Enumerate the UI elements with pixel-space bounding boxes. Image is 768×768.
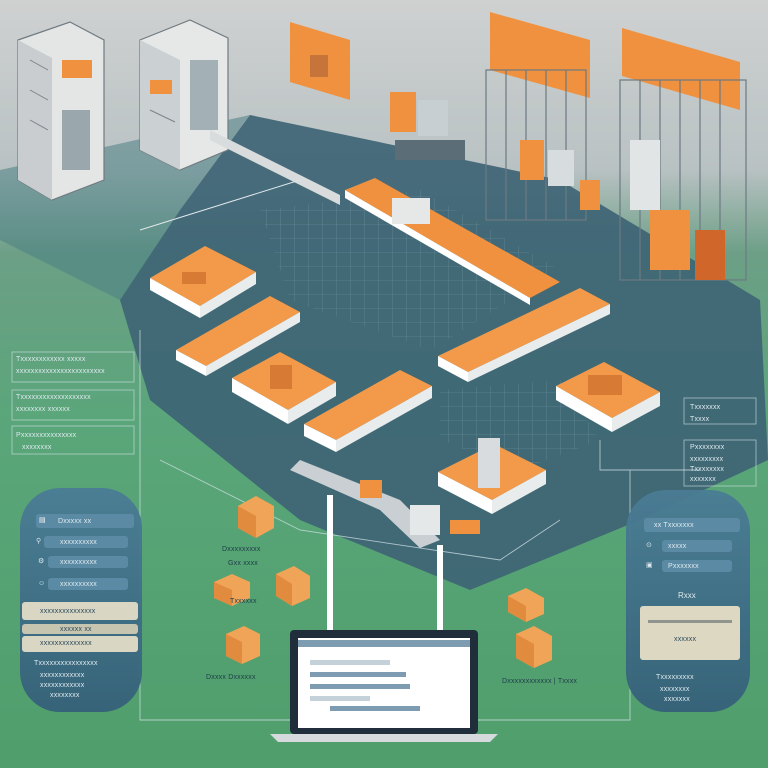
station <box>150 246 256 318</box>
panel-box: xxxxxx xx <box>22 624 138 634</box>
crate <box>214 574 250 606</box>
panel-row-label: Pxxxxxxx <box>668 563 699 570</box>
annotation-frame <box>11 351 135 383</box>
annotation-frame <box>11 389 135 421</box>
list-icon: ▤ <box>39 517 46 524</box>
annotation-text: xxxxxxxx <box>22 444 52 451</box>
panel-footer-text: xxxxxxxx <box>660 686 690 693</box>
annotation-text: xxxxxxx <box>690 476 716 483</box>
annotation-text: xxxxxxxxx <box>690 456 724 463</box>
annotation-text: Txxxxxxxxxxxx xxxxx <box>16 356 86 363</box>
panel-footer-text: xxxxxxxx <box>50 692 80 699</box>
annotation-text: Txxxxxxx <box>690 404 721 411</box>
panel-row-label: xx Txxxxxxx <box>654 522 694 529</box>
banner-sign <box>490 12 590 98</box>
station <box>232 352 336 424</box>
panel-row: xx Txxxxxxx <box>644 518 740 532</box>
production-line <box>345 178 560 305</box>
server-rack <box>139 19 229 171</box>
crate <box>276 566 310 606</box>
machinery <box>390 92 725 280</box>
panel-box: xxxxxxxxxxxxxxx <box>22 602 138 620</box>
panel-box: xxxxxxxxxxxxxx <box>22 636 138 652</box>
card-title: Rxxx <box>678 591 696 600</box>
crate-label: Txxxxxx <box>230 598 257 605</box>
server-rack <box>17 21 105 201</box>
conveyor-rail <box>210 130 340 205</box>
crate-label: Gxx xxxx <box>228 560 258 567</box>
annotation-frame <box>11 425 135 455</box>
settings-icon: ⚙ <box>38 558 45 565</box>
banner-sign <box>290 22 350 100</box>
connector-line <box>139 179 301 231</box>
panel-row-label: Dxxxxx xx <box>58 518 92 525</box>
station <box>438 438 546 514</box>
panel-footer-text: xxxxxxx <box>664 696 690 703</box>
crate-label: Dxxxxxxxxxxxx | Txxxx <box>502 678 578 685</box>
cable-post <box>327 495 333 632</box>
panel-box-label: xxxxxx xx <box>60 626 92 633</box>
card-body: xxxxxx <box>674 636 697 643</box>
crate-label: Dxxxx Dxxxxxx <box>206 674 256 681</box>
user-icon: ☺ <box>38 580 46 587</box>
conveyor <box>290 460 480 548</box>
person-icon: ⚲ <box>36 538 42 545</box>
annotation-text: Txxxxxxxx <box>690 466 725 473</box>
station <box>556 362 660 432</box>
panel-row: Dxxxxx xx ▤ <box>36 514 134 528</box>
panel-box-label: xxxxxxxxxxxxxxx <box>40 608 96 615</box>
document-icon: ▣ <box>646 562 653 569</box>
toggle-icon: ⊙ <box>646 542 653 549</box>
panel-row: xxxxxxxxxx ⚲ <box>36 536 128 548</box>
annotation-text: xxxxxxxx xxxxxx <box>16 406 70 413</box>
crate <box>238 496 274 538</box>
annotation-frame <box>683 397 757 425</box>
station <box>176 296 300 376</box>
annotation-text: Txxxxxxxxxxxxxxxxxxx <box>16 394 91 401</box>
card-divider <box>648 620 732 623</box>
panel-row: xxxxxxxxxx ⚙ <box>38 556 128 568</box>
cable-post <box>437 545 443 632</box>
station <box>438 288 610 382</box>
panel-row-label: xxxxxxxxxx <box>60 559 97 566</box>
station <box>304 370 432 452</box>
annotation-text: Txxxx <box>690 416 710 423</box>
panel-row-label: xxxxxxxxxx <box>60 581 97 588</box>
crate <box>226 626 260 664</box>
annotation-text: xxxxxxxxxxxxxxxxxxxxxxxx <box>16 368 105 375</box>
panel-row-label: xxxxxxxxxx <box>60 539 97 546</box>
panel-footer-text: xxxxxxxxxxxx <box>40 682 85 689</box>
annotation-frame <box>683 439 757 487</box>
banner-sign <box>622 28 740 110</box>
crate-label: Dxxxxxxxxx <box>222 546 261 553</box>
panel-row: xxxxxxxxxx ☺ <box>38 578 128 590</box>
crate <box>508 588 544 622</box>
panel-row: Pxxxxxxx ▣ <box>646 560 732 572</box>
crate <box>516 626 552 668</box>
grid-area <box>260 190 560 350</box>
panel-row: xxxxx ⊙ <box>646 540 732 552</box>
panel-row-label: xxxxx <box>668 543 687 550</box>
panel-footer-text: Txxxxxxxxxxxxxxxx <box>34 660 98 667</box>
panel-box-label: xxxxxxxxxxxxxx <box>40 640 92 647</box>
panel-footer-text: xxxxxxxxxxxx <box>40 672 85 679</box>
panel-footer-text: Txxxxxxxxx <box>656 674 694 681</box>
laptop <box>270 630 498 742</box>
info-card: xxxxxx <box>640 606 740 660</box>
annotation-text: Pxxxxxxxxxxxxxxx <box>16 432 77 439</box>
annotation-text: Pxxxxxxxx <box>690 444 725 451</box>
